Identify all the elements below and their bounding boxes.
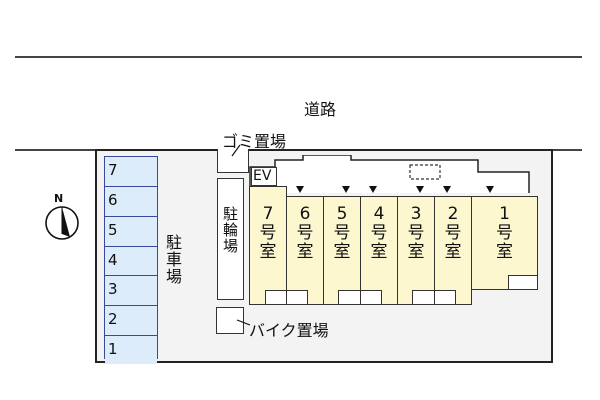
door-arrow-3 [416, 186, 424, 193]
parking-label: 駐車場 [163, 234, 182, 285]
parking-area: 7 6 5 4 3 2 1 [104, 156, 158, 364]
unit-5-number: 5 [336, 204, 348, 224]
unit-3-shitsu: 室 [407, 242, 425, 262]
bicycle-parking-label: 駐輪場 [221, 206, 239, 254]
garbage-leader-line [231, 144, 241, 157]
unit-1-shitsu: 室 [496, 242, 513, 262]
unit-6-shitsu: 室 [296, 242, 314, 262]
road-bottom-edge-left [15, 149, 97, 151]
unit-6-balcony [286, 290, 308, 305]
unit-7-shitsu: 室 [259, 242, 277, 262]
unit-6-go: 号 [296, 223, 314, 243]
unit-7-balcony [265, 290, 287, 305]
unit-2-balcony [434, 290, 456, 305]
north-compass: N [44, 192, 80, 242]
unit-5-balcony [338, 290, 361, 305]
road-top-edge [15, 56, 582, 58]
parking-slot-7: 7 [105, 157, 157, 187]
parking-slot-5: 5 [105, 217, 157, 247]
unit-4-number: 4 [373, 204, 385, 224]
unit-3-go: 号 [407, 223, 425, 243]
road-bottom-edge-right [550, 149, 582, 151]
unit-1-balcony [508, 275, 538, 290]
door-arrow-2 [443, 186, 451, 193]
parking-slot-3: 3 [105, 276, 157, 306]
bike-parking-label: バイク置場 [249, 321, 329, 340]
unit-1-go: 号 [496, 223, 513, 243]
road-label: 道路 [304, 100, 337, 119]
parking-slot-2: 2 [105, 306, 157, 336]
unit-5-shitsu: 室 [333, 242, 351, 262]
bike-parking [216, 307, 244, 334]
garbage-area [217, 149, 249, 173]
door-arrow-5 [342, 186, 350, 193]
unit-4-balcony [360, 290, 382, 305]
door-arrow-4 [369, 186, 377, 193]
corridor-outline [249, 155, 530, 193]
bike-leader-line [236, 319, 251, 326]
door-arrow-6 [296, 186, 304, 193]
parking-slot-1: 1 [105, 336, 157, 364]
unit-3-number: 3 [410, 204, 422, 224]
elevator: EV [251, 167, 277, 186]
unit-6-number: 6 [299, 204, 311, 224]
elevator-label: EV [253, 168, 272, 184]
unit-2-number: 2 [447, 204, 459, 224]
compass-n-label: N [54, 192, 64, 205]
garbage-label: ゴミ置場 [222, 132, 287, 151]
parking-slot-4: 4 [105, 247, 157, 276]
bicycle-parking [217, 178, 244, 300]
unit-7-number: 7 [262, 204, 274, 224]
unit-7-go: 号 [259, 223, 277, 243]
unit-2-go: 号 [444, 223, 462, 243]
door-arrow-1 [486, 186, 494, 193]
unit-2-shitsu: 室 [444, 242, 462, 262]
unit-3-balcony [412, 290, 435, 305]
unit-1-number: 1 [499, 204, 510, 224]
unit-4-go: 号 [370, 223, 388, 243]
unit-5-go: 号 [333, 223, 351, 243]
unit-4-shitsu: 室 [370, 242, 388, 262]
compass-icon [45, 206, 79, 240]
parking-slot-6: 6 [105, 187, 157, 217]
